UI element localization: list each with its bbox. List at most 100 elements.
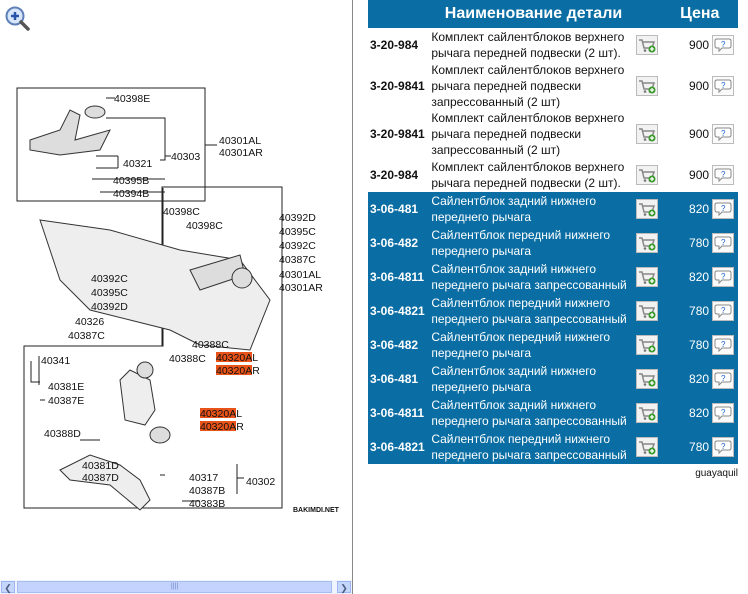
part-name: Сайлентблок передний нижнего переднего р… <box>431 328 636 362</box>
column-header-price: Цена <box>661 0 738 28</box>
ask-question-button[interactable]: ? <box>712 335 735 355</box>
part-name: Комплект сайлентблоков верхнего рычага п… <box>431 62 636 110</box>
callout-label[interactable]: 40341 <box>41 355 70 367</box>
part-number-link[interactable]: 3-06-482 <box>368 328 432 362</box>
callout-label[interactable]: 40395C <box>279 226 316 238</box>
add-to-cart-button[interactable] <box>635 233 658 253</box>
callout-label[interactable]: 40301AL <box>219 135 261 147</box>
callout-label[interactable]: 40387E <box>48 395 84 407</box>
part-number-link[interactable]: 3-06-4821 <box>368 430 432 464</box>
callout-label[interactable]: 40398E <box>114 93 150 105</box>
svg-text:?: ? <box>721 306 726 315</box>
callout-label[interactable]: 40388C <box>169 353 206 365</box>
callout-label[interactable]: 40321 <box>123 158 152 170</box>
callout-label[interactable]: 40301AL <box>279 269 321 281</box>
part-number-link[interactable]: 3-20-9841 <box>368 62 432 110</box>
scrollbar-thumb[interactable]: |||| <box>17 581 332 593</box>
part-number-link[interactable]: 3-06-4811 <box>368 260 432 294</box>
add-to-cart-button[interactable] <box>635 165 658 185</box>
speech-bubble-question-icon: ? <box>714 127 732 142</box>
callout-label[interactable]: 40317 <box>189 472 218 484</box>
callout-label[interactable]: 40398C <box>186 220 223 232</box>
ask-question-button[interactable]: ? <box>712 76 735 96</box>
callout-label-highlighted[interactable]: 40320AL <box>216 352 258 364</box>
part-name: Комплект сайлентблоков верхнего рычага п… <box>431 28 636 62</box>
add-to-cart-button[interactable] <box>635 124 658 144</box>
part-number-link[interactable]: 3-20-984 <box>368 28 432 62</box>
callout-label[interactable]: 40301AR <box>219 147 263 159</box>
ask-question-button[interactable]: ? <box>712 165 735 185</box>
callout-label[interactable]: 40388D <box>44 428 81 440</box>
speech-bubble-question-icon: ? <box>714 270 732 285</box>
scroll-right-button[interactable]: ❯ <box>337 581 351 593</box>
callout-label[interactable]: 40387C <box>68 330 105 342</box>
add-to-cart-button[interactable] <box>635 35 658 55</box>
callout-label-highlighted[interactable]: 40320AR <box>216 365 260 377</box>
ask-question-button[interactable]: ? <box>712 369 735 389</box>
callout-label[interactable]: 40301AR <box>279 282 323 294</box>
callout-label[interactable]: 40398C <box>163 206 200 218</box>
add-to-cart-button[interactable] <box>635 76 658 96</box>
price: 820 <box>661 396 713 430</box>
price: 780 <box>661 226 713 260</box>
add-to-cart-button[interactable] <box>635 199 658 219</box>
callout-label[interactable]: 40395B <box>113 175 149 187</box>
callout-label[interactable]: 40388C <box>192 339 229 351</box>
callout-label[interactable]: 40387D <box>82 472 119 484</box>
ask-question-button[interactable]: ? <box>712 35 735 55</box>
horizontal-scrollbar[interactable]: ❮ |||| ❯ <box>0 580 352 594</box>
callout-label[interactable]: 40394B <box>113 188 149 200</box>
part-number-link[interactable]: 3-06-4811 <box>368 396 432 430</box>
add-to-cart-button[interactable] <box>635 301 658 321</box>
part-number-link[interactable]: 3-06-481 <box>368 192 432 226</box>
table-row: 3-06-4821 Сайлентблок передний нижнего п… <box>368 430 738 464</box>
part-number-link[interactable]: 3-06-482 <box>368 226 432 260</box>
price: 900 <box>661 158 713 192</box>
speech-bubble-question-icon: ? <box>714 338 732 353</box>
callout-label-highlighted[interactable]: 40320AL <box>200 408 242 420</box>
part-number-link[interactable]: 3-20-9841 <box>368 110 432 158</box>
part-name: Комплект сайлентблоков верхнего рычага п… <box>431 158 636 192</box>
ask-question-button[interactable]: ? <box>712 437 735 457</box>
zoom-in-button[interactable] <box>4 5 30 31</box>
callout-label[interactable]: 40392C <box>279 240 316 252</box>
add-to-cart-button[interactable] <box>635 335 658 355</box>
callout-label[interactable]: 40326 <box>75 316 104 328</box>
part-number-link[interactable]: 3-06-4821 <box>368 294 432 328</box>
callout-label[interactable]: 40387B <box>189 485 225 497</box>
callout-label[interactable]: 40381E <box>48 381 84 393</box>
part-name: Сайлентблок задний нижнего переднего рыч… <box>431 192 636 226</box>
add-to-cart-button[interactable] <box>635 267 658 287</box>
part-number-link[interactable]: 3-20-984 <box>368 158 432 192</box>
speech-bubble-question-icon: ? <box>714 38 732 53</box>
parts-diagram[interactable]: 40398E 40301AL 40301AR 40303 40321 40395… <box>0 80 352 520</box>
ask-question-button[interactable]: ? <box>712 124 735 144</box>
callout-label[interactable]: 40381D <box>82 460 119 472</box>
ask-question-button[interactable]: ? <box>712 233 735 253</box>
callout-label[interactable]: 40303 <box>171 151 200 163</box>
svg-text:?: ? <box>721 374 726 383</box>
callout-label[interactable]: 40392D <box>91 301 128 313</box>
add-to-cart-button[interactable] <box>635 369 658 389</box>
speech-bubble-question-icon: ? <box>714 236 732 251</box>
scroll-left-button[interactable]: ❮ <box>1 581 15 593</box>
part-number-link[interactable]: 3-06-481 <box>368 362 432 396</box>
price: 900 <box>661 62 713 110</box>
cart-plus-icon <box>638 203 656 217</box>
callout-label[interactable]: 40302 <box>246 476 275 488</box>
svg-text:?: ? <box>721 272 726 281</box>
callout-label[interactable]: 40383B <box>189 498 225 510</box>
callout-label-highlighted[interactable]: 40320AR <box>200 421 244 433</box>
callout-label[interactable]: 40387C <box>279 254 316 266</box>
callout-label[interactable]: 40395C <box>91 287 128 299</box>
callout-label[interactable]: 40392C <box>91 273 128 285</box>
ask-question-button[interactable]: ? <box>712 267 735 287</box>
ask-question-button[interactable]: ? <box>712 199 735 219</box>
table-row: 3-20-9841 Комплект сайлентблоков верхнег… <box>368 110 738 158</box>
ask-question-button[interactable]: ? <box>712 403 735 423</box>
add-to-cart-button[interactable] <box>635 403 658 423</box>
add-to-cart-button[interactable] <box>635 437 658 457</box>
ask-question-button[interactable]: ? <box>712 301 735 321</box>
table-row: 3-20-984 Комплект сайлентблоков верхнего… <box>368 158 738 192</box>
callout-label[interactable]: 40392D <box>279 212 316 224</box>
